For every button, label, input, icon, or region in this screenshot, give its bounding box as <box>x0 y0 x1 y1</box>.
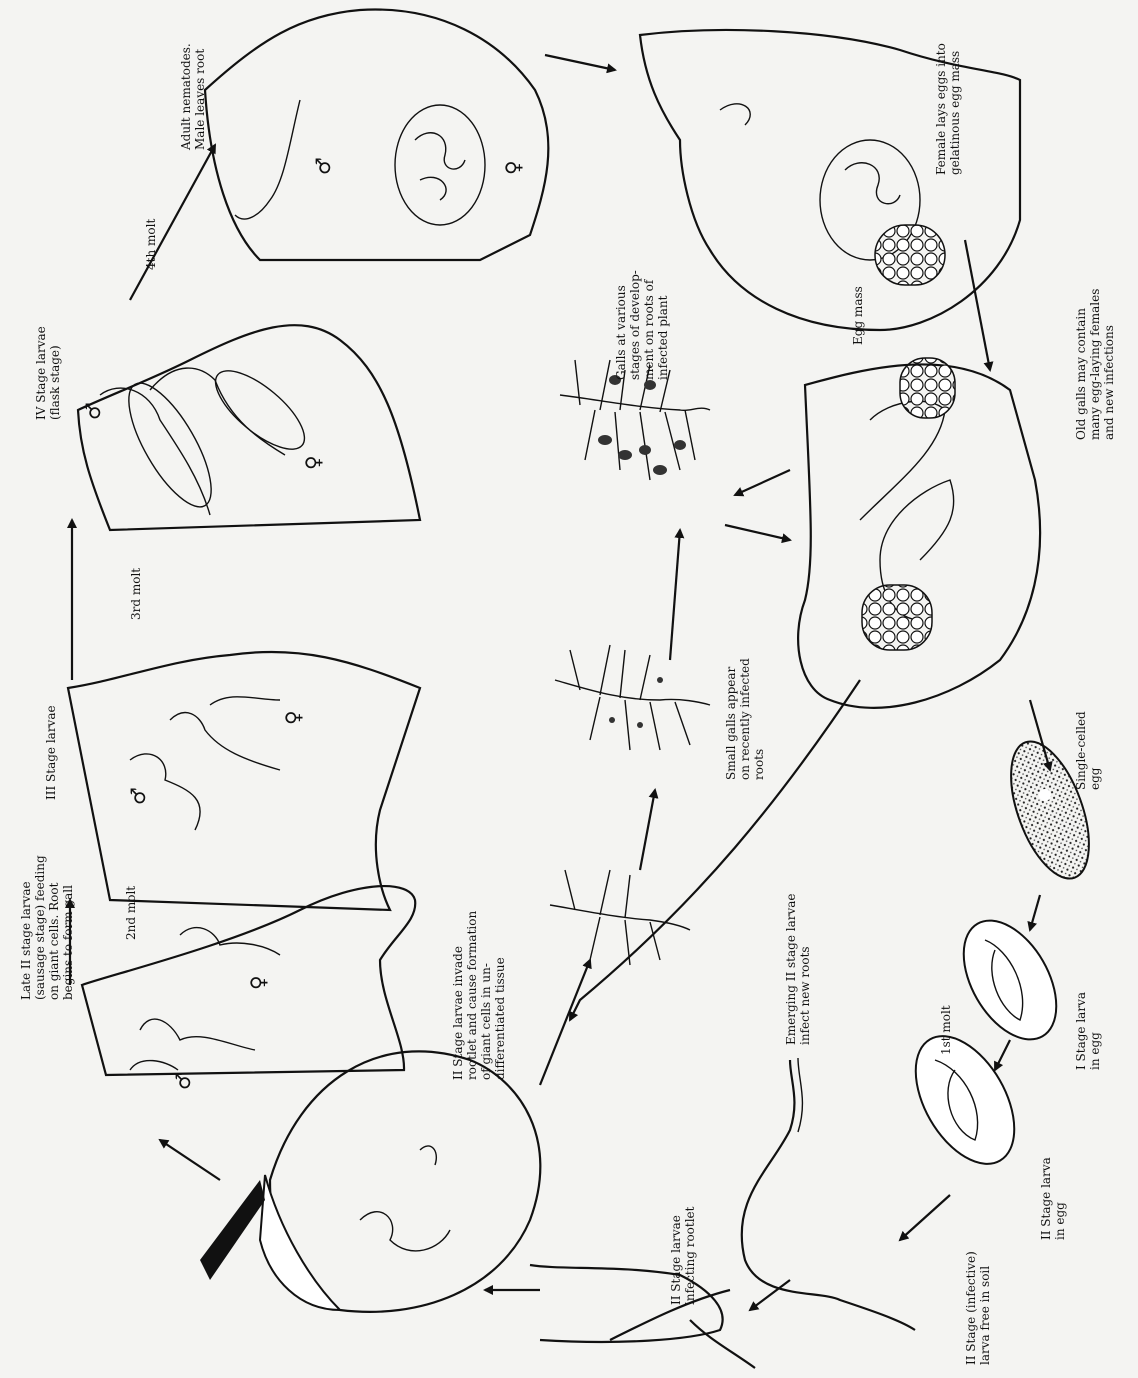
label-line: (flask stage) <box>48 345 62 420</box>
label-line: (sausage stage) feeding <box>33 855 47 1000</box>
label-female-lays: Female lays eggs into gelatinous egg mas… <box>934 43 962 175</box>
label-single-celled: Single-celled egg <box>1074 711 1102 790</box>
svg-text:♂: ♂ <box>171 1072 195 1090</box>
infective-larva-soil <box>742 1058 915 1330</box>
label-old-galls: Old galls may contain many egg-laying fe… <box>1074 289 1116 440</box>
label-line: 4th molt <box>144 219 158 270</box>
label-line: II Stage larvae invade <box>451 946 465 1080</box>
label-line: larva free in soil <box>978 1266 992 1365</box>
label-line: Old galls may contain <box>1074 308 1088 440</box>
label-line: in egg <box>1053 1202 1067 1240</box>
label-line: II Stage (infective) <box>964 1251 978 1365</box>
svg-text:♂: ♂ <box>311 157 335 175</box>
label-line: on giant cells. Root <box>47 882 61 1000</box>
svg-text:♀: ♀ <box>246 975 270 990</box>
label-second-molt: 2nd molt <box>124 886 138 940</box>
label-line: ment on roots of <box>642 278 656 380</box>
ii-stage-larva-egg <box>895 1019 1034 1180</box>
label-first-molt: 1st molt <box>939 1005 953 1055</box>
label-line: Female lays eggs into <box>934 43 948 175</box>
svg-text:♂: ♂ <box>81 402 105 420</box>
label-line: Male leaves root <box>193 49 207 150</box>
label-line: infected plant <box>656 295 670 380</box>
svg-text:♀: ♀ <box>281 710 305 725</box>
label-i-stage: I Stage larva in egg <box>1074 992 1102 1070</box>
label-ii-infecting: II Stage larvae infecting rootlet <box>669 1206 697 1305</box>
label-line: in egg <box>1088 1032 1102 1070</box>
label-line: IV Stage larvae <box>34 326 48 420</box>
svg-text:♀: ♀ <box>301 455 325 470</box>
label-egg-mass: Egg mass <box>851 286 865 345</box>
label-line: 1st molt <box>939 1005 953 1055</box>
label-line: of giant cells in un- <box>479 963 493 1080</box>
root-tip-infecting <box>530 1265 755 1368</box>
label-line: Adult nematodes. <box>179 43 193 151</box>
label-line: Late II stage larvae <box>19 881 33 1000</box>
svg-text:♀: ♀ <box>501 160 525 175</box>
panel-female-lays-eggs <box>640 30 1020 330</box>
label-line: 2nd molt <box>124 886 138 940</box>
label-line: III Stage larvae <box>44 705 58 800</box>
label-late-ii-stage: Late II stage larvae (sausage stage) fee… <box>19 855 75 1000</box>
label-line: Galls at various <box>614 285 628 380</box>
label-line: infecting rootlet <box>683 1206 697 1305</box>
label-line: and new infections <box>1102 325 1116 440</box>
label-line: Emerging II stage larvae <box>784 893 798 1045</box>
root-tip-invaded <box>200 1051 540 1312</box>
label-galls-various: Galls at various stages of develop- ment… <box>614 270 670 380</box>
label-line: rootlet and cause formation <box>465 911 479 1080</box>
label-line: begins to form gall <box>61 885 75 1000</box>
label-line: differentiated tissue <box>493 957 507 1080</box>
label-third-molt: 3rd molt <box>129 568 143 620</box>
label-line: on recently infected <box>738 658 752 780</box>
label-line: roots <box>752 749 766 780</box>
label-line: 3rd molt <box>129 568 143 620</box>
label-line: Egg mass <box>851 286 865 345</box>
label-ii-in-egg: II Stage larva in egg <box>1039 1157 1067 1240</box>
label-small-galls: Small galls appear on recently infected … <box>724 658 766 780</box>
label-fourth-molt: 4th molt <box>144 219 158 270</box>
label-line: II Stage larva <box>1039 1157 1053 1240</box>
panel-old-galls <box>798 358 1040 708</box>
single-celled-egg <box>995 731 1104 888</box>
roots-small-galls <box>555 645 710 750</box>
label-line: gelatinous egg mass <box>948 51 962 175</box>
label-line: I Stage larva <box>1074 992 1088 1070</box>
label-line: Small galls appear <box>724 666 738 780</box>
label-ii-invade: II Stage larvae invade rootlet and cause… <box>451 911 507 1080</box>
label-emerging: Emerging II stage larvae infect new root… <box>784 893 812 1045</box>
label-iv-stage: IV Stage larvae (flask stage) <box>34 326 62 420</box>
svg-text:♂: ♂ <box>126 787 150 805</box>
label-iii-stage: III Stage larvae <box>44 705 58 800</box>
label-ii-infective: II Stage (infective) larva free in soil <box>964 1251 992 1365</box>
label-line: stages of develop- <box>628 270 642 380</box>
label-line: infect new roots <box>798 946 812 1045</box>
label-line: II Stage larvae <box>669 1215 683 1305</box>
label-line: many egg-laying females <box>1088 289 1102 440</box>
label-line: egg <box>1088 767 1102 790</box>
panel-iv-stage <box>78 325 420 530</box>
panel-iii-stage <box>68 652 420 910</box>
i-stage-larva-egg <box>945 905 1076 1056</box>
panel-adult-nematodes <box>205 10 548 260</box>
label-line: Single-celled <box>1074 711 1088 790</box>
label-adult: Adult nematodes. Male leaves root <box>179 43 207 151</box>
